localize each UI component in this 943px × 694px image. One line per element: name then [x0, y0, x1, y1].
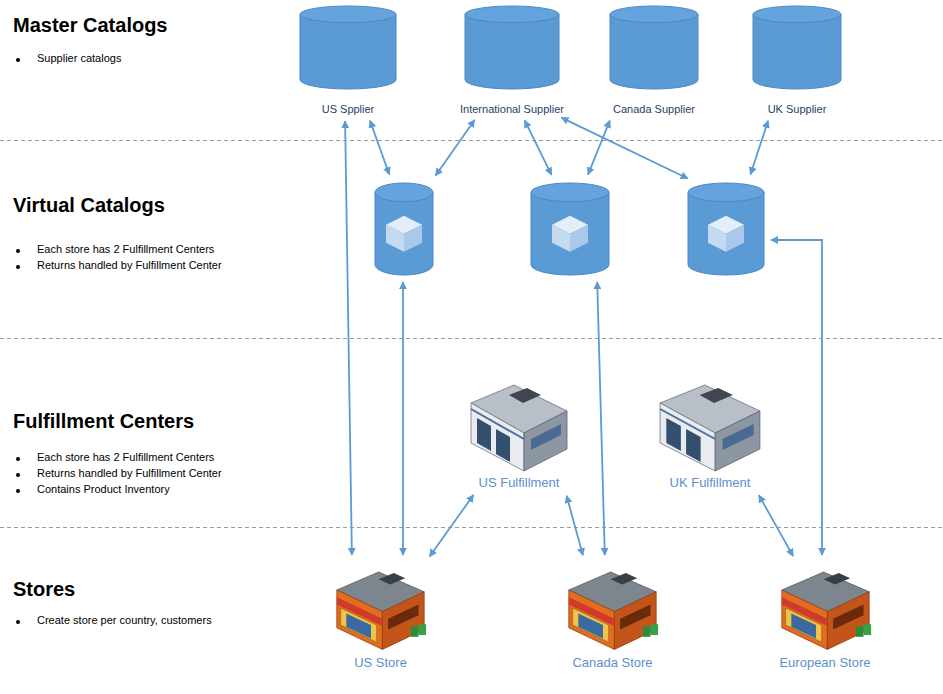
flow-arrow: [402, 282, 404, 555]
flow-arrow: [561, 118, 687, 179]
node-label: US Fulfillment: [479, 475, 560, 490]
flow-arrow: [345, 121, 352, 555]
bullet-text: Contains Product Inventory: [37, 483, 170, 495]
node-label: Canada Store: [572, 655, 652, 670]
flow-arrow: [597, 282, 605, 555]
flow-arrow: [759, 495, 793, 556]
divider-line: [0, 338, 943, 339]
bullet-dot: [16, 473, 20, 477]
layer-heading: Virtual Catalogs: [13, 194, 165, 217]
store: Canada Store: [565, 563, 660, 670]
virtual-catalog: [687, 182, 765, 276]
flow-arrow: [588, 121, 610, 175]
node-label: European Store: [779, 655, 870, 670]
flow-arrow: [771, 240, 822, 555]
database-cylinder: [752, 5, 842, 90]
bullet-text: Create store per country, customers: [37, 614, 212, 626]
store-icon: [778, 563, 873, 653]
virtual-catalog: [530, 182, 610, 276]
layer-heading: Stores: [13, 578, 75, 601]
supplier-catalog: US Spplier: [299, 5, 397, 115]
store: European Store: [777, 563, 873, 670]
bullet-text: Returns handled by Fulfillment Center: [37, 259, 222, 271]
store: US Store: [333, 563, 428, 670]
bullet-dot: [16, 249, 20, 253]
bullet-text: Each store has 2 Fulfillment Centers: [37, 243, 214, 255]
layer-heading: Fulfillment Centers: [13, 410, 194, 433]
cube-icon: [552, 216, 588, 252]
cube-icon: [386, 216, 422, 252]
node-label: UK Fulfillment: [670, 475, 751, 490]
layer-heading: Master Catalogs: [13, 14, 168, 37]
bullet-text: Each store has 2 Fulfillment Centers: [37, 451, 214, 463]
bullet-dot: [16, 620, 20, 624]
database-cylinder: [609, 5, 699, 90]
warehouse-icon: [658, 373, 762, 473]
node-label: International Supplier: [460, 103, 564, 115]
supplier-catalog: Canada Supplier: [609, 5, 699, 115]
fulfillment-center: UK Fulfillment: [658, 373, 762, 490]
supplier-catalog: International Supplier: [458, 5, 566, 115]
database-cylinder: [464, 5, 560, 90]
flow-arrow: [436, 120, 475, 176]
cube-icon: [708, 216, 744, 252]
divider-line: [0, 140, 943, 141]
store-icon: [333, 563, 428, 653]
warehouse-icon: [469, 373, 569, 473]
bullet-dot: [16, 265, 20, 269]
node-label: Canada Supplier: [613, 103, 695, 115]
divider-line: [0, 527, 943, 528]
bullet-dot: [16, 489, 20, 493]
node-label: US Spplier: [322, 103, 375, 115]
database-cylinder: [530, 182, 610, 276]
fulfillment-center: US Fulfillment: [469, 373, 569, 490]
virtual-catalog: [374, 182, 434, 276]
bullet-text: Returns handled by Fulfillment Center: [37, 467, 222, 479]
flow-arrow: [430, 495, 474, 557]
bullet-dot: [16, 58, 20, 62]
flow-arrow: [751, 121, 769, 175]
database-cylinder: [374, 182, 434, 276]
database-cylinder: [299, 5, 397, 90]
node-label: UK Supplier: [768, 103, 827, 115]
store-icon: [565, 563, 660, 653]
flow-arrow: [370, 121, 389, 175]
database-cylinder: [687, 182, 765, 276]
flow-arrow: [567, 496, 583, 556]
supplier-catalog: UK Supplier: [752, 5, 842, 115]
bullet-text: Supplier catalogs: [37, 52, 121, 64]
flow-arrow: [525, 120, 552, 174]
node-label: US Store: [354, 655, 407, 670]
bullet-dot: [16, 457, 20, 461]
